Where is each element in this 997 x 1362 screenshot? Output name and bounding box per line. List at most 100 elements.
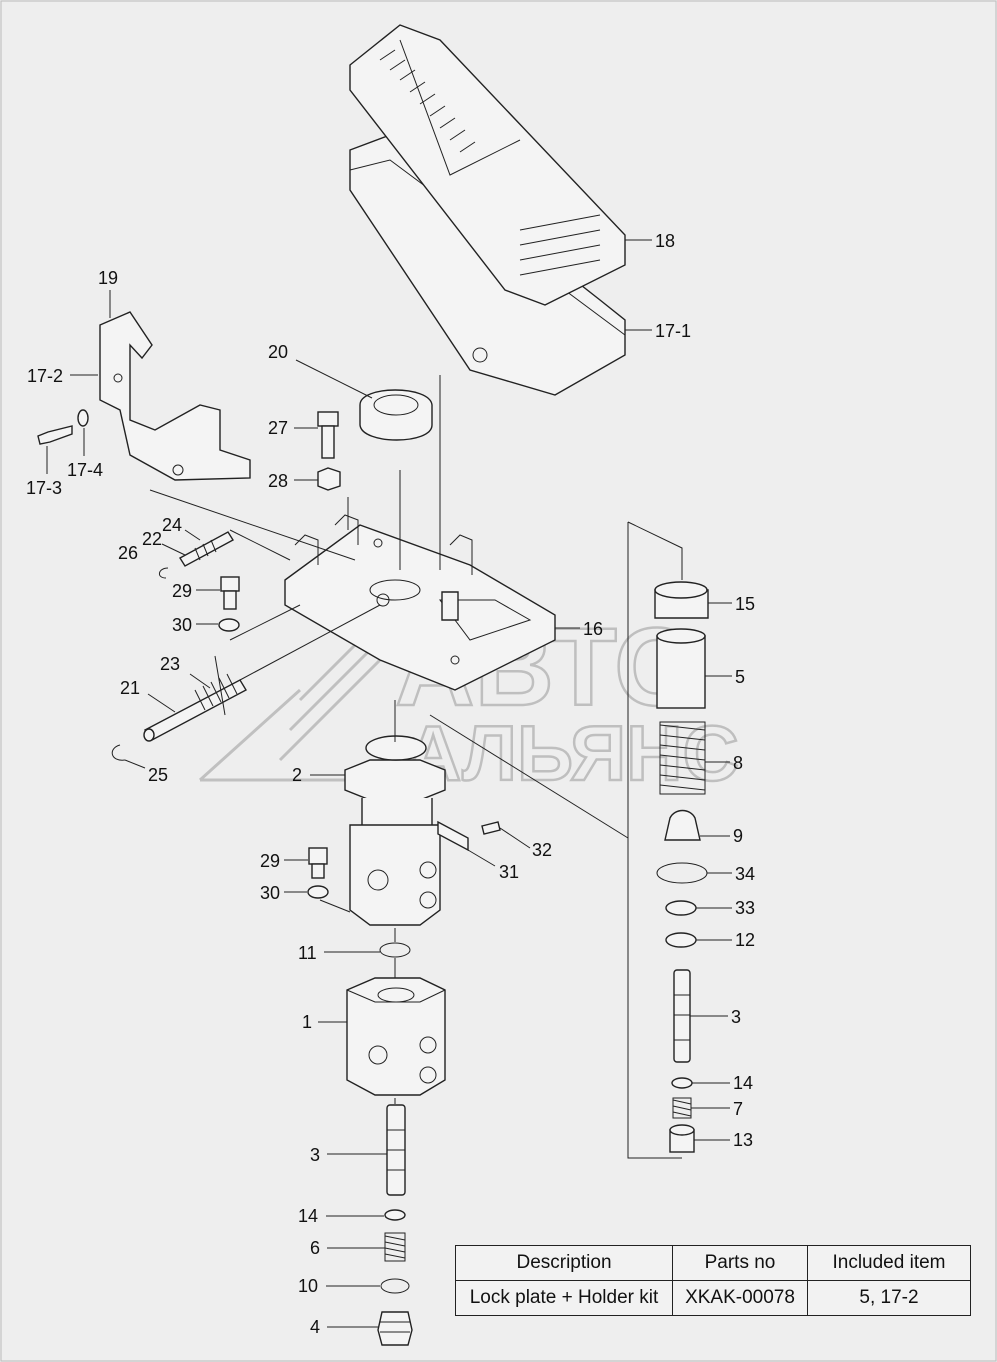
callout-16: 16	[555, 619, 603, 639]
callout-20: 20	[268, 342, 373, 399]
callout-17-2: 17-2	[27, 366, 98, 386]
callout-label: 1	[302, 1012, 312, 1032]
cell-included-item: 5, 17-2	[807, 1280, 971, 1316]
callout-label: 19	[98, 268, 118, 288]
callout-14-upper: 14	[692, 1073, 753, 1093]
callout-17-3: 17-3	[26, 446, 62, 498]
washer-30-upper	[218, 618, 240, 632]
col-description: Description	[455, 1245, 673, 1281]
callout-label: 26	[118, 543, 138, 563]
callout-13: 13	[694, 1130, 753, 1150]
callout-label: 9	[733, 826, 743, 846]
callout-29-upper: 29	[172, 581, 220, 601]
plug-4	[377, 1311, 413, 1346]
callout-label: 2	[292, 765, 302, 785]
callout-label: 17-2	[27, 366, 63, 386]
callout-label: 6	[310, 1238, 320, 1258]
callout-23: 23	[160, 654, 211, 689]
callout-6: 6	[310, 1238, 385, 1258]
callout-label: 31	[499, 862, 519, 882]
callout-label: 7	[733, 1099, 743, 1119]
washer-30-lower	[307, 885, 329, 899]
callout-4: 4	[310, 1317, 378, 1337]
callout-label: 34	[735, 864, 755, 884]
callout-14-lower: 14	[298, 1206, 384, 1226]
callout-label: 17-3	[26, 478, 62, 498]
callout-label: 18	[655, 231, 675, 251]
callout-label: 10	[298, 1276, 318, 1296]
callout-label: 22	[142, 529, 162, 549]
clip-26	[159, 567, 169, 579]
lever-19	[99, 311, 251, 481]
callout-34: 34	[707, 864, 755, 884]
spring-8	[659, 721, 706, 795]
callout-label: 17-4	[67, 460, 103, 480]
callout-18: 18	[625, 231, 675, 251]
callout-label: 15	[735, 594, 755, 614]
callout-label: 8	[733, 753, 743, 773]
kit-table: Description Parts no Included item Lock …	[455, 1245, 971, 1316]
callout-22: 22	[142, 529, 186, 556]
washer-12	[665, 932, 697, 948]
callout-label: 29	[260, 851, 280, 871]
callout-7: 7	[691, 1099, 743, 1119]
callout-label: 23	[160, 654, 180, 674]
callout-label: 14	[298, 1206, 318, 1226]
callout-9: 9	[700, 826, 743, 846]
callout-label: 28	[268, 471, 288, 491]
callouts: 18 17-1 19 17-2 17-3 17-4 20 27	[26, 231, 755, 1337]
washer-17-4	[77, 409, 89, 427]
boot-20	[359, 389, 433, 441]
callout-3-lower: 3	[310, 1145, 387, 1165]
screw-32	[481, 821, 501, 835]
callout-label: 20	[268, 342, 288, 362]
callout-2: 2	[292, 765, 345, 785]
callout-label: 11	[298, 943, 317, 963]
base-plate-16	[284, 514, 556, 691]
spool-3-upper	[673, 969, 691, 1063]
callout-15: 15	[708, 594, 755, 614]
col-parts-no: Parts no	[672, 1245, 808, 1281]
ring-14-lower	[384, 1209, 406, 1221]
nut-28	[317, 467, 341, 491]
callout-28: 28	[268, 471, 318, 491]
callout-10: 10	[298, 1276, 380, 1296]
callout-17-4: 17-4	[67, 428, 103, 480]
callout-label: 16	[583, 619, 603, 639]
callout-30-upper: 30	[172, 615, 218, 635]
callout-label: 14	[733, 1073, 753, 1093]
callout-24: 24	[162, 515, 201, 541]
callout-1: 1	[302, 1012, 347, 1032]
cap-15	[654, 581, 709, 619]
callout-label: 24	[162, 515, 182, 535]
callout-label: 13	[733, 1130, 753, 1150]
callout-19: 19	[98, 268, 118, 318]
callout-label: 27	[268, 418, 288, 438]
bolt-29-upper	[220, 576, 240, 610]
callout-label: 12	[735, 930, 755, 950]
callout-label: 17-1	[655, 321, 691, 341]
callout-31: 31	[467, 849, 519, 882]
clip-25	[111, 744, 126, 761]
pin-24	[179, 531, 234, 567]
spring-23	[194, 655, 238, 716]
bolt-27	[317, 411, 339, 459]
oring-10	[380, 1278, 410, 1294]
callout-label: 30	[172, 615, 192, 635]
callout-29-lower: 29	[260, 851, 308, 871]
bolt-17-3	[37, 425, 73, 445]
washer-33	[665, 900, 697, 916]
callout-label: 5	[735, 667, 745, 687]
callout-32: 32	[499, 827, 552, 860]
assembly-lines	[149, 375, 683, 1159]
cell-parts-no: XKAK-00078	[672, 1280, 808, 1316]
pedal-pad-18	[349, 24, 626, 306]
sleeve-5	[656, 628, 706, 709]
col-included-item: Included item	[807, 1245, 971, 1281]
callout-27: 27	[268, 418, 318, 438]
body-1	[346, 977, 446, 1096]
callout-label: 29	[172, 581, 192, 601]
callout-3-upper: 3	[690, 1007, 741, 1027]
callout-label: 30	[260, 883, 280, 903]
